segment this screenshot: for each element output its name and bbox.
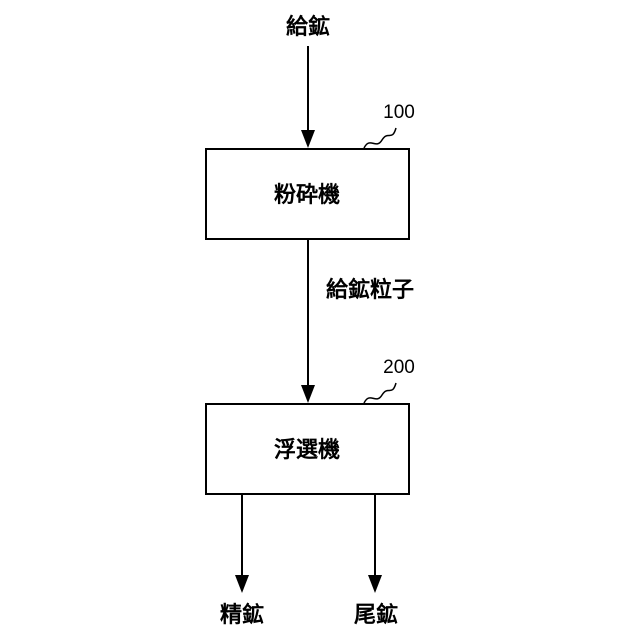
arrow-crusher-to-flotation (301, 239, 315, 403)
feed-label: 給鉱 (286, 14, 330, 40)
concentrate-label: 精鉱 (220, 602, 264, 628)
crusher-ref-number: 100 (383, 102, 415, 123)
flotation-ref: 200 (364, 357, 415, 403)
flotation-ref-number: 200 (383, 357, 415, 378)
flotation-node: 浮選機 (206, 404, 409, 494)
flotation-ref-leader (364, 383, 396, 403)
arrow-flotation-to-tailings (368, 494, 382, 593)
crusher-ref-leader (364, 128, 396, 148)
arrow-feed-to-crusher (301, 46, 315, 148)
tailings-label: 尾鉱 (354, 602, 398, 628)
flotation-label: 浮選機 (274, 437, 340, 463)
crusher-node: 粉砕機 (206, 149, 409, 239)
particles-label: 給鉱粒子 (326, 277, 414, 303)
crusher-label: 粉砕機 (274, 183, 340, 208)
crusher-ref: 100 (364, 102, 415, 148)
arrow-flotation-to-concentrate (235, 494, 249, 593)
